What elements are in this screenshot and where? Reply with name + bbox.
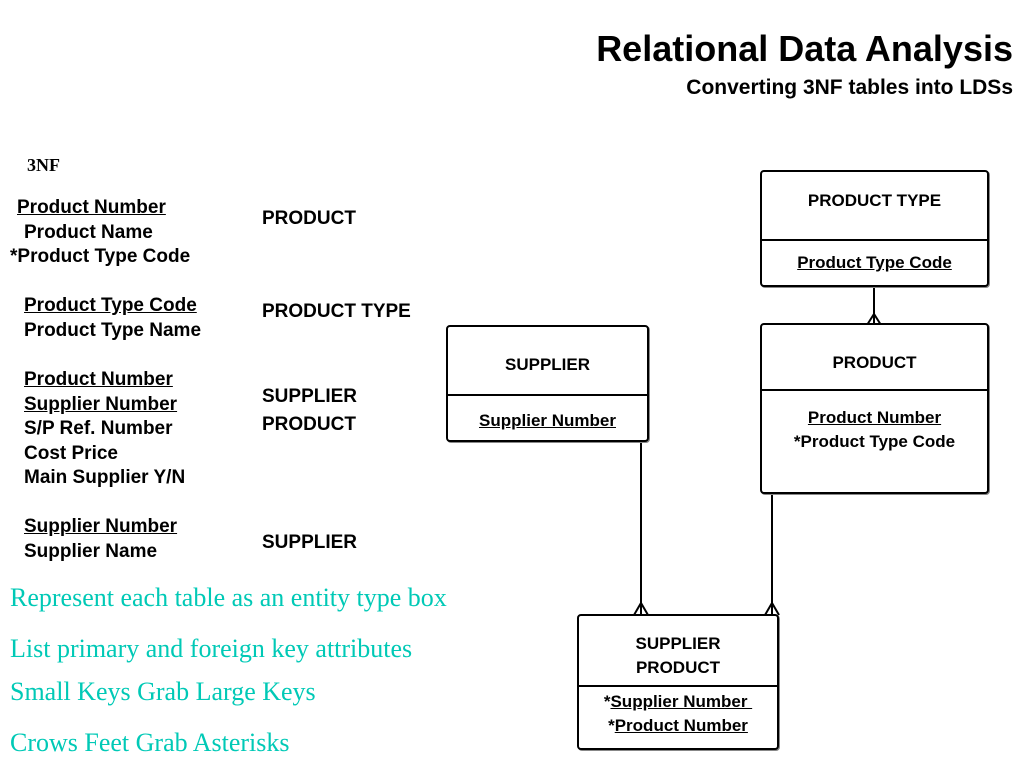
attribute: Product Number — [24, 369, 173, 390]
entity-keys: Supplier Number — [448, 409, 647, 433]
entity-name-line: PRODUCT — [635, 658, 721, 677]
attribute: Cost Price — [24, 442, 118, 464]
note: Represent each table as an entity type b… — [10, 583, 447, 612]
entity-keys: *Supplier Number *Product Number — [579, 690, 777, 738]
foreign-key-marker: * — [603, 692, 611, 711]
entity-divider — [762, 239, 987, 241]
table-supplier-attributes: Supplier Number Supplier Name — [24, 515, 177, 564]
entity-name: PRODUCT TYPE — [807, 191, 942, 210]
table-supplier-product-name: SUPPLIER PRODUCT — [262, 383, 357, 439]
table-product-attributes: Product Number Product Name *Product Typ… — [10, 196, 190, 270]
entity-key: Supplier Number — [479, 411, 616, 430]
entity-keys: Product Number *Product Type Code — [762, 406, 987, 454]
note: Small Keys Grab Large Keys — [10, 677, 316, 706]
attribute: Product Number — [17, 197, 166, 218]
entity-supplier: SUPPLIER Supplier Number — [446, 325, 649, 442]
entity-divider — [579, 685, 777, 687]
attribute: Product Type Name — [24, 319, 202, 341]
table-product-type-attributes: Product Type Code Product Type Name — [24, 294, 201, 343]
table-name-line: PRODUCT — [262, 414, 356, 435]
entity-key-name: Product Number — [614, 716, 748, 735]
entity-key: *Supplier Number — [579, 690, 777, 714]
entity-key-name: Supplier Number — [610, 692, 753, 711]
note: Crows Feet Grab Asterisks — [10, 728, 290, 757]
entity-product: PRODUCT Product Number *Product Type Cod… — [760, 323, 989, 494]
attribute: *Product Type Code — [10, 246, 191, 267]
attribute: Product Name — [24, 221, 153, 243]
attribute: Product Type Code — [24, 295, 197, 316]
entity-divider — [448, 394, 647, 396]
relationship-supplier-supplier-product — [630, 440, 649, 616]
page-title: Relational Data Analysis — [596, 28, 1013, 69]
attribute: S/P Ref. Number — [24, 418, 173, 439]
entity-name: SUPPLIER — [504, 355, 591, 374]
entity-supplier-product: SUPPLIER PRODUCT *Supplier Number *Produ… — [577, 614, 779, 750]
note: List primary and foreign key attributes — [10, 634, 413, 663]
attribute: Supplier Name — [24, 540, 158, 562]
entity-key: Product Number — [807, 408, 942, 427]
entity-name-line: SUPPLIER — [635, 634, 721, 653]
table-product-name: PRODUCT — [262, 208, 356, 229]
entity-divider — [762, 389, 987, 391]
entity-name: PRODUCT — [832, 353, 917, 372]
foreign-key-marker: * — [608, 716, 615, 735]
relationship-product-supplier-product — [764, 493, 780, 616]
entity-key: Product Type Code — [797, 253, 952, 272]
table-product-type-name: PRODUCT TYPE — [262, 301, 411, 322]
nf-heading: 3NF — [27, 155, 60, 175]
attribute: Main Supplier Y/N — [24, 467, 186, 488]
relationship-product-type-product — [866, 287, 882, 326]
table-supplier-product-attributes: Product Number Supplier Number S/P Ref. … — [24, 368, 185, 491]
entity-product-type: PRODUCT TYPE Product Type Code — [760, 170, 989, 287]
page-subtitle: Converting 3NF tables into LDSs — [686, 76, 1013, 99]
attribute: Supplier Number — [24, 516, 178, 537]
entity-key: *Product Type Code — [793, 432, 956, 451]
attribute: Supplier Number — [24, 393, 178, 415]
table-name-line: SUPPLIER — [262, 386, 358, 407]
table-supplier-name: SUPPLIER — [262, 532, 358, 553]
entity-name: SUPPLIER PRODUCT — [579, 632, 777, 680]
entity-key: *Product Number — [579, 714, 777, 738]
entity-keys: Product Type Code — [762, 251, 987, 275]
